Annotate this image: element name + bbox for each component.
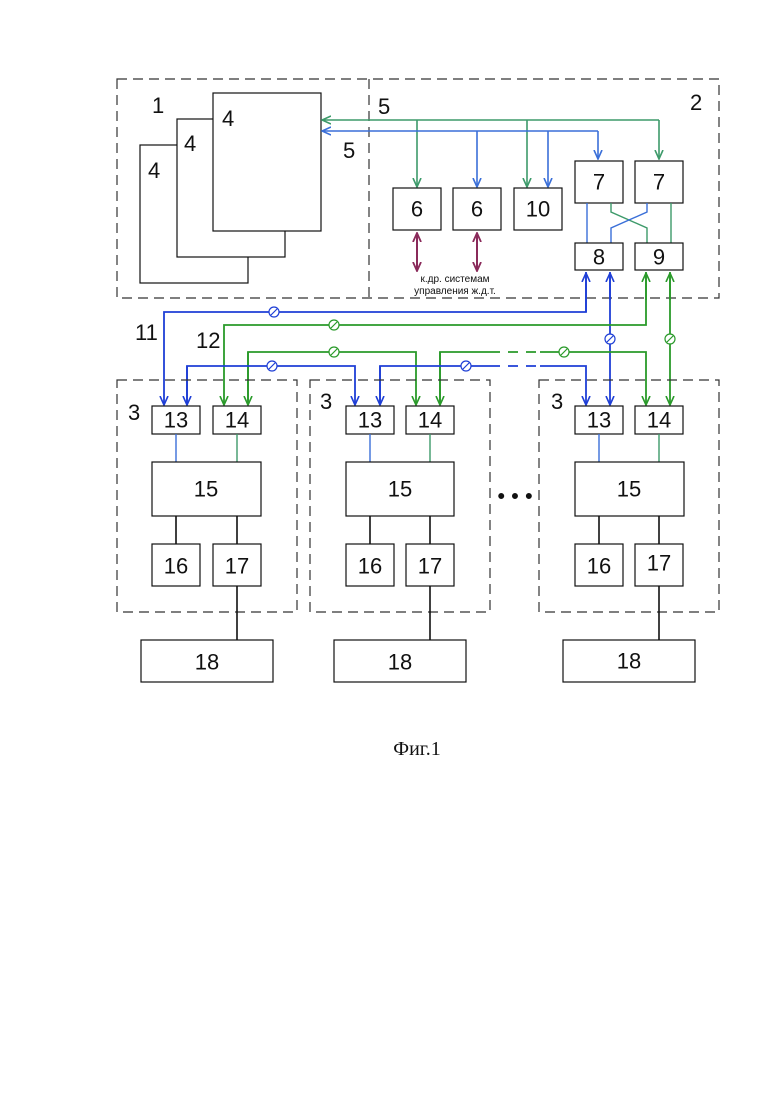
external-systems-note-line2: управления ж.д.т.: [414, 286, 496, 297]
station-2-block-18-label: 18: [388, 650, 412, 675]
figure-caption: Фиг.1: [393, 738, 440, 760]
block-7-left-label: 7: [593, 170, 605, 195]
station-1-block-18-label: 18: [195, 650, 219, 675]
station-n-block-17-label: 17: [647, 551, 671, 576]
block-6-right-label: 6: [471, 197, 483, 222]
bus-5-bottom-label: 5: [343, 138, 355, 163]
station-2-block-13-label: 13: [358, 408, 382, 433]
blue-line-11: [164, 272, 586, 404]
block-4-middle-label: 4: [184, 131, 196, 156]
station-2-label: 3: [320, 389, 332, 414]
station-group-1: 3 13 14 15 16 17 18: [117, 380, 297, 682]
station-n-block-13-label: 13: [587, 408, 611, 433]
station-1-block-16-label: 16: [164, 554, 188, 579]
block-8-label: 8: [593, 245, 605, 270]
station-1-block-15-label: 15: [194, 477, 218, 502]
station-2-block-16-label: 16: [358, 554, 382, 579]
station-2-block-17-label: 17: [418, 554, 442, 579]
blue-station-chain: [187, 366, 586, 404]
station-1-block-17-label: 17: [225, 554, 249, 579]
station-2-block-15-label: 15: [388, 477, 412, 502]
station-1-label: 3: [128, 400, 140, 425]
blue-bus-5: [323, 131, 598, 186]
more-stations-ellipsis: • • •: [497, 484, 532, 509]
station-1-block-13-label: 13: [164, 408, 188, 433]
block-10-label: 10: [526, 197, 550, 222]
station-group-2: 3 13 14 15 16 17 18: [310, 380, 490, 682]
station-group-n: 3 13 14 15 16 17 18: [539, 380, 719, 682]
line-12-label: 12: [196, 328, 220, 353]
station-n-block-15-label: 15: [617, 477, 641, 502]
cross-links: [587, 203, 671, 243]
station-n-block-14-label: 14: [647, 408, 671, 433]
station-1-block-14-label: 14: [225, 408, 249, 433]
block-4-front-label: 4: [222, 106, 234, 131]
line-11-label: 11: [135, 320, 158, 345]
server-stack: 4 4 4: [140, 93, 321, 283]
region-2-label: 2: [690, 90, 702, 115]
external-systems-note-line1: к.др. системам: [420, 274, 489, 285]
region-1-label: 1: [152, 93, 164, 118]
block-9-label: 9: [653, 245, 665, 270]
block-7-right-label: 7: [653, 170, 665, 195]
bus-5-top-label: 5: [378, 94, 390, 119]
block-4-back-label: 4: [148, 158, 160, 183]
block-6-left-label: 6: [411, 197, 423, 222]
station-2-block-14-label: 14: [418, 408, 442, 433]
station-n-label: 3: [551, 389, 563, 414]
station-n-block-16-label: 16: [587, 554, 611, 579]
station-n-block-18-label: 18: [617, 649, 641, 674]
coupler-symbols: [267, 307, 675, 371]
